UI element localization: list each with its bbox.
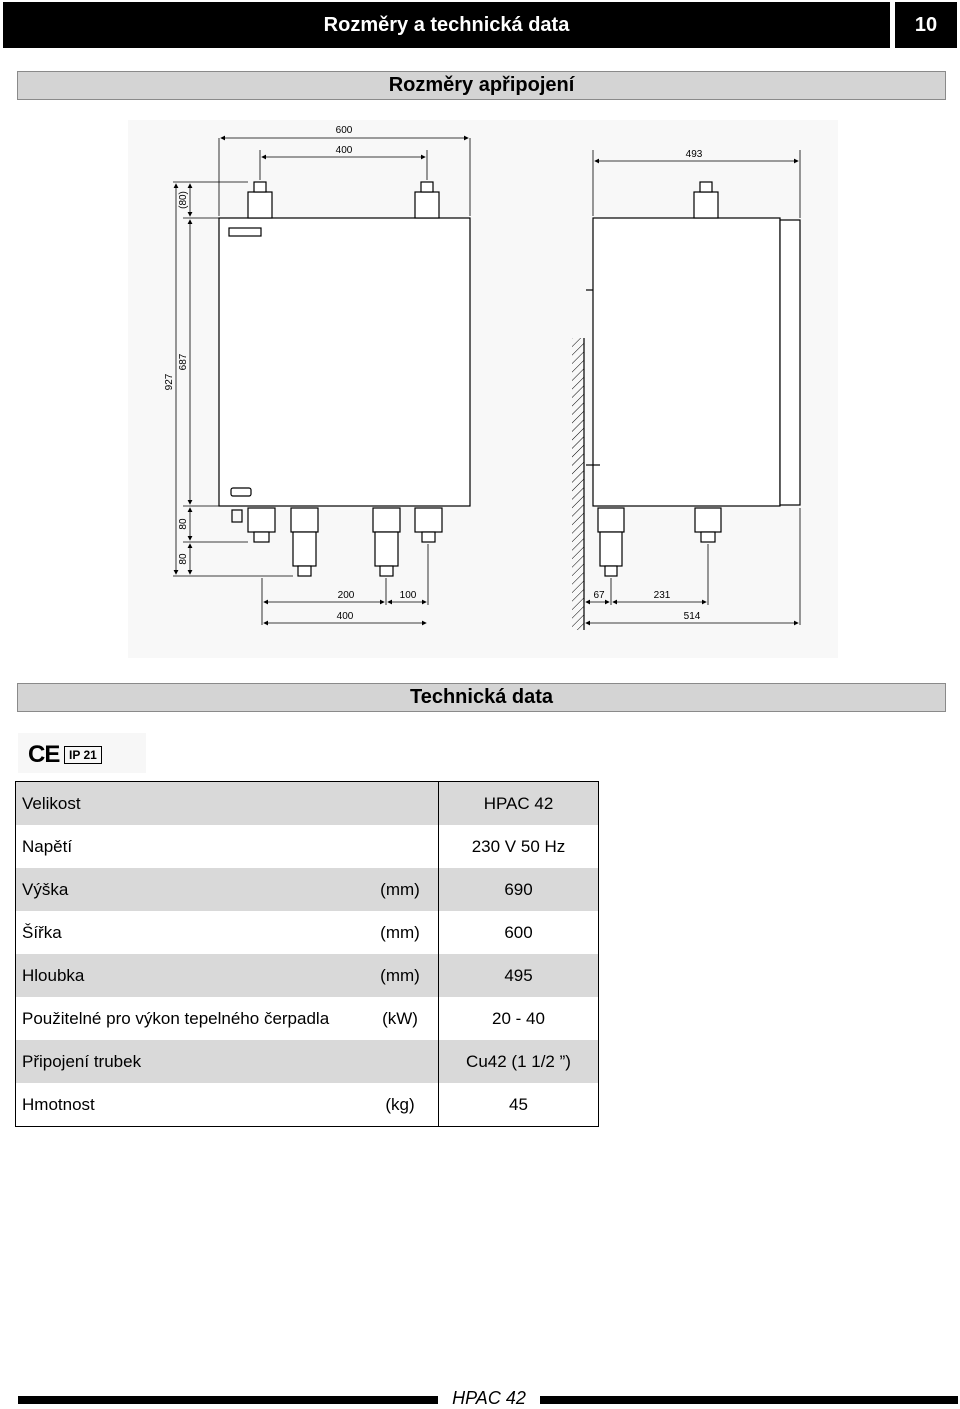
dim-label: 687 bbox=[178, 353, 189, 370]
front-dimensions bbox=[173, 135, 471, 626]
dim-label: 400 bbox=[336, 145, 353, 156]
table-row: Hloubka (mm) 495 bbox=[15, 954, 599, 997]
row-label: Napětí bbox=[22, 836, 73, 856]
dim-label: 80 bbox=[178, 518, 189, 530]
row-value: 20 - 40 bbox=[438, 997, 599, 1040]
header-title: Rozměry a technická data bbox=[323, 13, 570, 36]
footer-rule-right bbox=[540, 1396, 958, 1404]
footer-rule-left bbox=[18, 1396, 438, 1404]
row-value: 45 bbox=[438, 1083, 599, 1127]
row-value: 690 bbox=[438, 868, 599, 911]
table-row: Připojení trubek Cu42 (1 1/2 ”) bbox=[15, 1040, 599, 1083]
table-row: Výška (mm) 690 bbox=[15, 868, 599, 911]
row-unit: (mm) bbox=[362, 868, 439, 911]
row-label: Použitelné pro výkon tepelného čerpadla bbox=[22, 1008, 330, 1028]
row-unit: (kW) bbox=[382, 1008, 418, 1028]
dim-label: 514 bbox=[684, 611, 701, 622]
table-row: Napětí 230 V 50 Hz bbox=[16, 825, 599, 868]
dim-label: 67 bbox=[593, 590, 605, 601]
front-view bbox=[218, 181, 471, 577]
row-label: Šířka bbox=[22, 922, 62, 942]
table-row: Použitelné pro výkon tepelného čerpadla … bbox=[16, 997, 599, 1040]
dim-label: 80 bbox=[178, 553, 189, 565]
row-value: 600 bbox=[438, 911, 599, 954]
table-row: Velikost HPAC 42 bbox=[15, 781, 599, 825]
dim-label: 100 bbox=[400, 590, 417, 601]
certification-marks: CE IP 21 bbox=[18, 733, 146, 773]
table-row: Hmotnost (kg) 45 bbox=[16, 1083, 599, 1127]
dim-label: 927 bbox=[164, 373, 175, 390]
side-dimensions bbox=[585, 150, 801, 626]
section-dimensions-bar: Rozměry apřipojení bbox=[17, 71, 946, 100]
ce-mark-logo: CE bbox=[28, 741, 60, 768]
side-view bbox=[572, 181, 801, 630]
row-unit bbox=[362, 781, 439, 825]
dim-label: 400 bbox=[337, 611, 354, 622]
row-label: Velikost bbox=[15, 781, 362, 825]
row-unit: (kg) bbox=[385, 1094, 415, 1114]
dimension-drawing: 600 400 927 687 (80) 80 80 200 100 400 bbox=[128, 120, 838, 658]
technical-data-table: Velikost HPAC 42 Napětí 230 V 50 Hz Výšk… bbox=[15, 781, 599, 1127]
dim-label: 493 bbox=[686, 149, 703, 160]
front-dimension-labels: 600 400 927 687 (80) 80 80 200 100 400 bbox=[164, 125, 417, 622]
dim-label: 200 bbox=[338, 590, 355, 601]
row-label: Hmotnost bbox=[22, 1094, 95, 1114]
dim-label: 600 bbox=[336, 125, 353, 136]
dim-label: 231 bbox=[654, 590, 671, 601]
header-title-bar: Rozměry a technická data bbox=[3, 2, 890, 48]
row-value: 495 bbox=[438, 954, 599, 997]
row-value: HPAC 42 bbox=[438, 781, 599, 825]
row-unit: (mm) bbox=[380, 922, 420, 942]
page-number: 10 bbox=[914, 13, 938, 36]
section-dimensions-title: Rozměry apřipojení bbox=[388, 74, 575, 96]
row-label: Výška bbox=[15, 868, 362, 911]
table-row: Šířka (mm) 600 bbox=[16, 911, 599, 954]
row-unit: (mm) bbox=[362, 954, 439, 997]
row-label: Připojení trubek bbox=[15, 1040, 362, 1083]
row-value: 230 V 50 Hz bbox=[438, 825, 599, 868]
side-dimension-labels: 493 67 231 514 bbox=[593, 149, 702, 622]
row-label: Hloubka bbox=[15, 954, 362, 997]
row-value: Cu42 (1 1/2 ”) bbox=[438, 1040, 599, 1083]
section-technical-title: Technická data bbox=[409, 686, 554, 708]
dim-label: (80) bbox=[178, 191, 189, 209]
footer-label: HPAC 42 bbox=[452, 1388, 526, 1408]
row-unit bbox=[362, 1040, 439, 1083]
ip-rating-badge: IP 21 bbox=[64, 746, 102, 764]
row-unit bbox=[362, 825, 439, 868]
page-number-box: 10 bbox=[895, 2, 957, 48]
section-technical-bar: Technická data bbox=[17, 683, 946, 712]
